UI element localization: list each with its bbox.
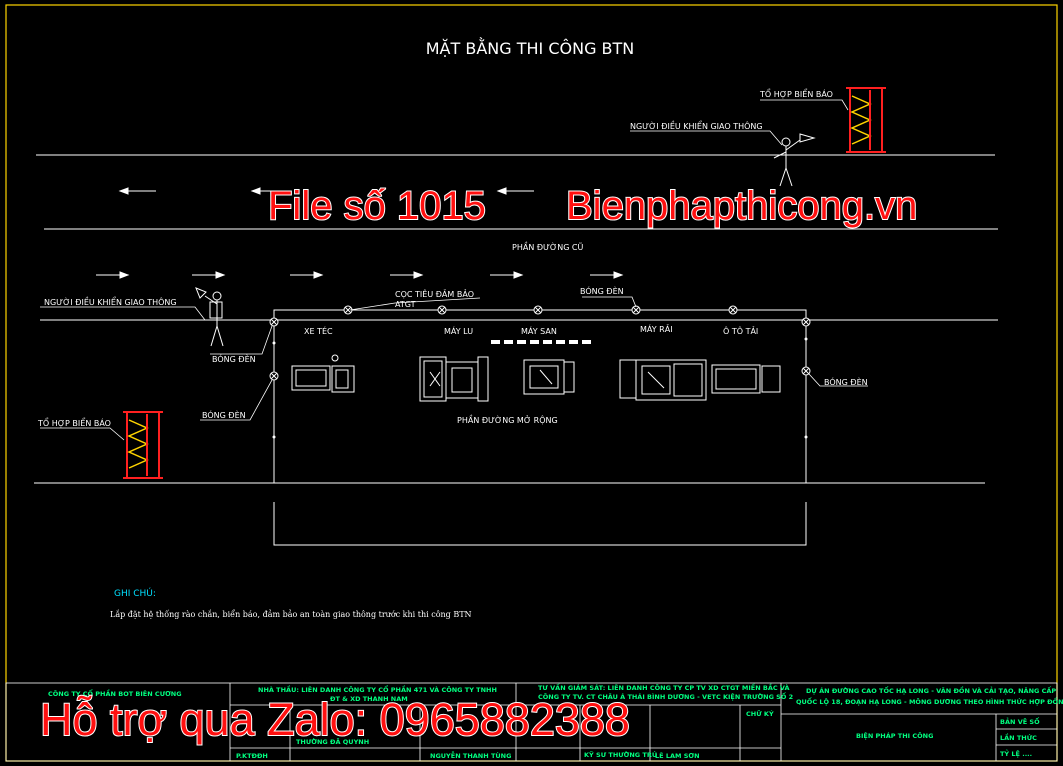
sign-assembly-left-icon: [123, 411, 163, 479]
flagman-left-label: NGƯỜI ĐIỀU KHIỂN GIAO THÔNG: [44, 295, 177, 307]
signature-label: CHỮ KÝ: [746, 709, 774, 718]
signer-name-1: NGUYỄN THANH TÙNG: [430, 750, 511, 760]
notes-heading: GHI CHÚ:: [114, 587, 156, 599]
truck-label: Ô TÔ TẢI: [723, 325, 758, 336]
drawing-number-label: BẢN VẼ SỐ: [1000, 716, 1040, 726]
work-zone-barrier: [273, 309, 807, 546]
watermark-zalo-contact: Hỗ trợ qua Zalo: 0965882388: [39, 693, 631, 746]
lamp-icon: [631, 305, 641, 315]
lamp-icon: [801, 317, 811, 327]
leader-lines: [40, 99, 868, 441]
lamp-right-label: BÓNG ĐÈN: [824, 376, 868, 387]
lane-marker: [491, 340, 591, 344]
old-road-label: PHẦN ĐƯỜNG CŨ: [512, 240, 584, 252]
project-line-2: QUỐC LỘ 18, ĐOẠN HẠ LONG - MÔNG DƯƠNG TH…: [796, 696, 1063, 706]
supervisor-line-2: CÔNG TY TV. CT CHÂU Á THÁI BÌNH DƯƠNG - …: [538, 691, 793, 701]
title-block: [5, 682, 1058, 762]
paver-label: MÁY RẢI: [640, 323, 673, 334]
arrows-left: [118, 187, 534, 195]
sign-left-label: TỔ HỢP BIỂN BÁO: [37, 416, 111, 428]
lamp-left-label-1: BÓNG ĐÈN: [212, 353, 256, 364]
lamp-top-label: BÓNG ĐÈN: [580, 285, 624, 296]
contractor-line-1: NHÀ THẦU: LIÊN DANH CÔNG TY CỔ PHẦN 471 …: [258, 684, 497, 694]
signer-role-1: P.KTĐĐH: [236, 752, 268, 760]
truck-icon: [711, 364, 781, 394]
barrier-posts: [272, 337, 808, 439]
notes-text: Lắp đặt hệ thống rào chắn, biển báo, đảm…: [110, 610, 472, 619]
revision-label: LẦN THỨC: [1000, 732, 1037, 742]
tanker-label: XE TÉC: [304, 325, 333, 336]
engineer-label: KỸ SƯ THƯỜNG TRÚ: [584, 750, 657, 759]
scale-label: TỶ LỆ ....: [1000, 748, 1032, 758]
sheet-title: BIỆN PHÁP THI CÔNG: [856, 731, 933, 740]
project-line-1: DỰ ÁN ĐƯỜNG CAO TỐC HẠ LONG - VÂN ĐỒN VÀ…: [806, 685, 1056, 695]
cones-label-2: ATGT: [395, 300, 416, 309]
watermark-file-number: File số 1015: [267, 183, 487, 229]
barrier-lamps: [269, 305, 811, 381]
flagman-left-icon: [195, 287, 224, 347]
cones-label: CỌC TIÊU ĐẢM BẢO: [395, 288, 474, 299]
lamp-left-label-2: BÓNG ĐÈN: [202, 409, 246, 420]
company-name: CÔNG TY CỔ PHẦN BOT BIÊN CƯƠNG: [48, 688, 182, 698]
lamp-icon: [801, 366, 811, 376]
paver-icon: [619, 359, 707, 401]
grader-icon: [523, 359, 575, 395]
drawing-frame: [5, 4, 1058, 762]
signer-role-2: THƯỜNG ĐÃ QUYNH: [296, 737, 369, 746]
sign-top-label: TỔ HỢP BIỂN BÁO: [759, 87, 833, 99]
arrows-right: [96, 271, 624, 279]
lamp-icon: [269, 317, 279, 327]
roller-icon: [419, 356, 489, 402]
tanker-icon: [291, 354, 355, 393]
sign-assembly-top-icon: [846, 87, 886, 153]
supervisor-line-1: TƯ VẤN GIÁM SÁT: LIÊN DANH CÔNG TY CP TV…: [538, 682, 790, 692]
road-lines: [34, 154, 998, 484]
lamp-icon: [269, 371, 279, 381]
lamp-icon: [728, 305, 738, 315]
flagman-top-label: NGƯỜI ĐIỀU KHIỂN GIAO THÔNG: [630, 119, 763, 131]
signer-name-2: LÊ LAM SƠN: [655, 751, 700, 760]
watermark-website: Bienphapthicong.vn: [565, 183, 918, 229]
drawing-title: MẶT BẰNG THI CÔNG BTN: [426, 37, 635, 58]
roller-label: MÁY LU: [444, 325, 473, 336]
contractor-line-2: ĐT & XD THANH NAM: [330, 695, 408, 703]
grader-label: MÁY SAN: [521, 325, 557, 336]
new-road-label: PHẦN ĐƯỜNG MỞ RỘNG: [457, 413, 558, 425]
lamp-icon: [437, 305, 447, 315]
flagman-top-icon: [773, 133, 816, 187]
lamp-icon: [533, 305, 543, 315]
